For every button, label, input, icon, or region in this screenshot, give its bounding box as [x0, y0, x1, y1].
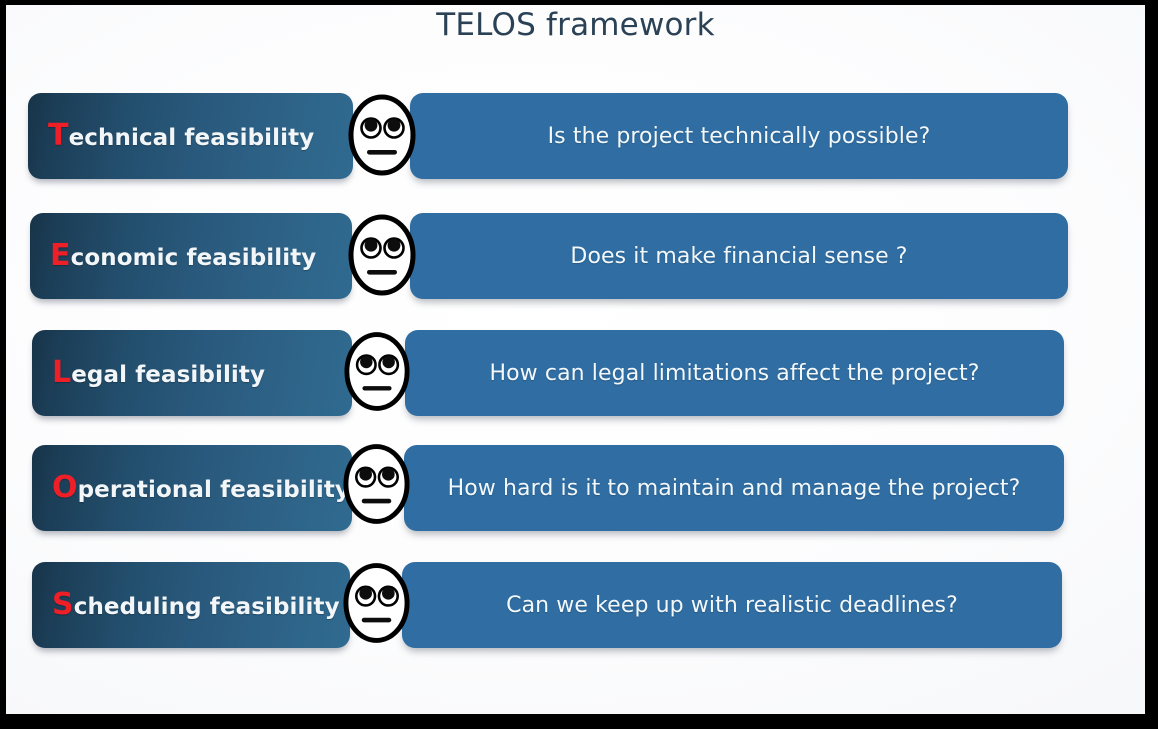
label-initial-letter: O — [52, 470, 78, 505]
telos-row: Economic feasibility Does it make financi… — [6, 213, 1145, 299]
label-initial-letter: E — [50, 238, 71, 273]
label-rest-text: egal feasibility — [71, 362, 266, 388]
neutral-face-icon — [342, 561, 411, 645]
label-rest-text: perational feasibility — [77, 477, 351, 503]
question-text: How can legal limitations affect the pro… — [489, 360, 980, 386]
label-pill-e[interactable]: Economic feasibility — [30, 213, 352, 299]
question-text: Can we keep up with realistic deadlines? — [506, 592, 958, 618]
label-text: Legal feasibility — [32, 355, 266, 390]
telos-row: Technical feasibility Is the project tech… — [6, 93, 1145, 179]
question-pill-o[interactable]: How hard is it to maintain and manage th… — [404, 445, 1064, 531]
question-text: Does it make financial sense ? — [570, 243, 908, 269]
label-pill-o[interactable]: Operational feasibility — [32, 445, 352, 531]
question-text: How hard is it to maintain and manage th… — [447, 475, 1021, 501]
neutral-face-icon — [347, 213, 417, 297]
neutral-face-icon — [343, 329, 411, 414]
telos-row: Scheduling feasibility Can we keep up wit… — [6, 562, 1145, 648]
label-rest-text: cheduling feasibility — [73, 594, 340, 620]
neutral-face-icon — [347, 93, 417, 177]
label-pill-s[interactable]: Scheduling feasibility — [32, 562, 350, 648]
question-pill-e[interactable]: Does it make financial sense ? — [410, 213, 1068, 299]
question-pill-t[interactable]: Is the project technically possible? — [410, 93, 1068, 179]
label-text: Technical feasibility — [28, 118, 315, 153]
label-initial-letter: T — [48, 118, 69, 153]
label-rest-text: conomic feasibility — [70, 245, 317, 271]
label-initial-letter: S — [52, 587, 74, 622]
label-rest-text: echnical feasibility — [68, 125, 315, 151]
telos-row: Operational feasibility How hard is it to… — [6, 442, 1145, 531]
neutral-face-icon — [342, 442, 411, 526]
label-pill-t[interactable]: Technical feasibility — [28, 93, 353, 179]
page-title: TELOS framework — [436, 7, 715, 43]
question-pill-s[interactable]: Can we keep up with realistic deadlines? — [402, 562, 1062, 648]
label-text: Economic feasibility — [30, 238, 317, 273]
question-pill-l[interactable]: How can legal limitations affect the pro… — [405, 330, 1064, 416]
slide-canvas: TELOS framework Technical feasibility Is … — [6, 5, 1145, 714]
label-initial-letter: L — [52, 355, 72, 390]
telos-row: Legal feasibility How can legal limitatio… — [6, 330, 1145, 416]
label-text: Scheduling feasibility — [32, 587, 340, 622]
label-pill-l[interactable]: Legal feasibility — [32, 330, 352, 416]
question-text: Is the project technically possible? — [547, 123, 931, 149]
label-text: Operational feasibility — [32, 470, 351, 505]
